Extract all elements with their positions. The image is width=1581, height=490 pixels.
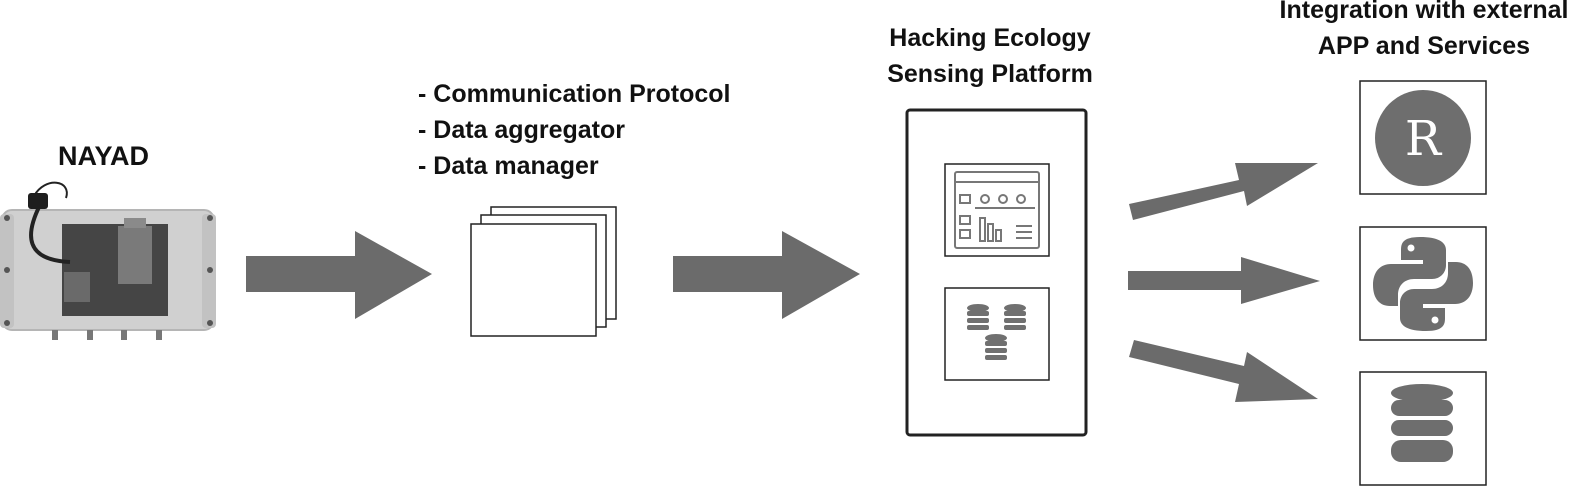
board-chip — [64, 272, 90, 302]
platform-box — [905, 108, 1088, 437]
middleware-documents — [470, 206, 617, 337]
r-logo-letter: R — [1405, 111, 1443, 167]
platform-title: Hacking Ecology Sensing Platform — [880, 20, 1100, 92]
middleware-list: - Communication Protocol - Data aggregat… — [418, 76, 731, 184]
device-connector — [28, 193, 48, 209]
integration-title: Integration with external APP and Servic… — [1270, 0, 1578, 64]
service-python — [1359, 226, 1487, 341]
database-icon — [1391, 384, 1453, 462]
arrow-platform-to-database — [1129, 340, 1318, 402]
integration-title-line1: Integration with external — [1279, 0, 1569, 24]
arrow-device-to-middleware — [246, 231, 432, 319]
device-cable-loop — [33, 181, 68, 199]
platform-title-line1: Hacking Ecology — [889, 24, 1091, 52]
board-module — [118, 226, 152, 284]
databases-icon — [967, 304, 1026, 360]
service-r: R — [1359, 80, 1487, 195]
integration-title-line2: APP and Services — [1317, 32, 1531, 60]
service-database — [1359, 371, 1487, 486]
arrow-platform-to-python — [1128, 257, 1320, 304]
middleware-item-aggregator: - Data aggregator — [418, 116, 625, 144]
circuit-board — [62, 224, 168, 316]
databases-panel — [944, 287, 1050, 381]
python-logo-icon — [1373, 237, 1473, 331]
middleware-item-manager: - Data manager — [418, 152, 599, 180]
nayad-device — [0, 181, 216, 340]
arrow-middleware-to-platform — [673, 231, 860, 319]
dashboard-icon — [954, 171, 1040, 249]
platform-title-line2: Sensing Platform — [887, 60, 1093, 88]
r-logo-icon — [1375, 90, 1471, 186]
middleware-item-communication: - Communication Protocol — [418, 80, 731, 108]
device-title: NAYAD — [58, 141, 150, 171]
device-cable — [29, 204, 71, 264]
dashboard-panel — [944, 163, 1050, 257]
arrow-platform-to-r — [1129, 163, 1318, 220]
device-feet — [52, 330, 162, 340]
